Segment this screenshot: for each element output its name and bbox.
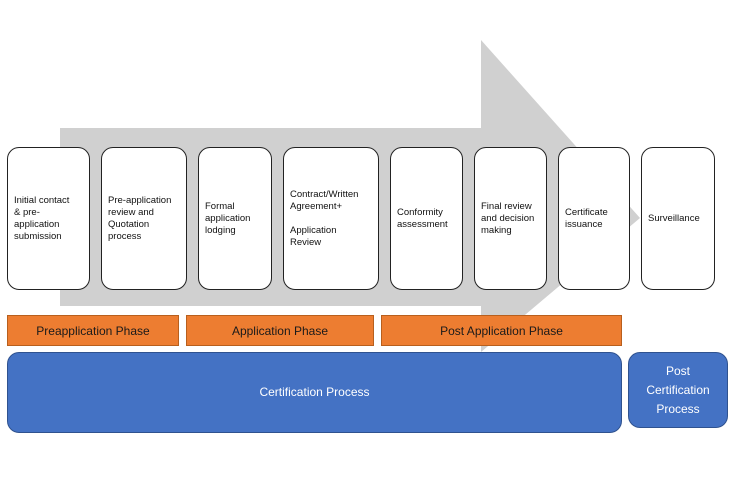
phase-preapplication: Preapplication Phase bbox=[7, 315, 179, 346]
step-label: Certificate issuance bbox=[565, 206, 608, 230]
process-label: Certification Process bbox=[259, 385, 370, 399]
step-label: Formal application lodging bbox=[205, 200, 251, 236]
phase-post-application: Post Application Phase bbox=[381, 315, 622, 346]
step-certificate-issuance: Certificate issuance bbox=[558, 147, 630, 290]
step-label: Conformity assessment bbox=[397, 206, 448, 230]
step-label: Pre-application review and Quotation pro… bbox=[108, 194, 172, 242]
step-formal-application: Formal application lodging bbox=[198, 147, 272, 290]
process-post-certification: Post Certification Process bbox=[628, 352, 728, 428]
phase-application: Application Phase bbox=[186, 315, 374, 346]
phase-label: Preapplication Phase bbox=[36, 323, 150, 338]
step-final-review: Final review and decision making bbox=[474, 147, 547, 290]
phase-label: Post Application Phase bbox=[440, 323, 563, 338]
step-label: Initial contact & pre- application submi… bbox=[14, 194, 70, 242]
process-label: Post Certification Process bbox=[646, 363, 710, 416]
step-conformity-assessment: Conformity assessment bbox=[390, 147, 463, 290]
step-label: Surveillance bbox=[648, 212, 700, 224]
process-certification: Certification Process bbox=[7, 352, 622, 433]
phase-label: Application Phase bbox=[231, 323, 329, 338]
step-pre-application-review: Pre-application review and Quotation pro… bbox=[101, 147, 187, 290]
step-initial-contact: Initial contact & pre- application submi… bbox=[7, 147, 90, 290]
step-surveillance: Surveillance bbox=[641, 147, 715, 290]
step-contract-agreement: Contract/Written Agreement+ Application … bbox=[283, 147, 379, 290]
step-label: Contract/Written Agreement+ Application … bbox=[290, 188, 359, 248]
step-label: Final review and decision making bbox=[481, 200, 535, 236]
